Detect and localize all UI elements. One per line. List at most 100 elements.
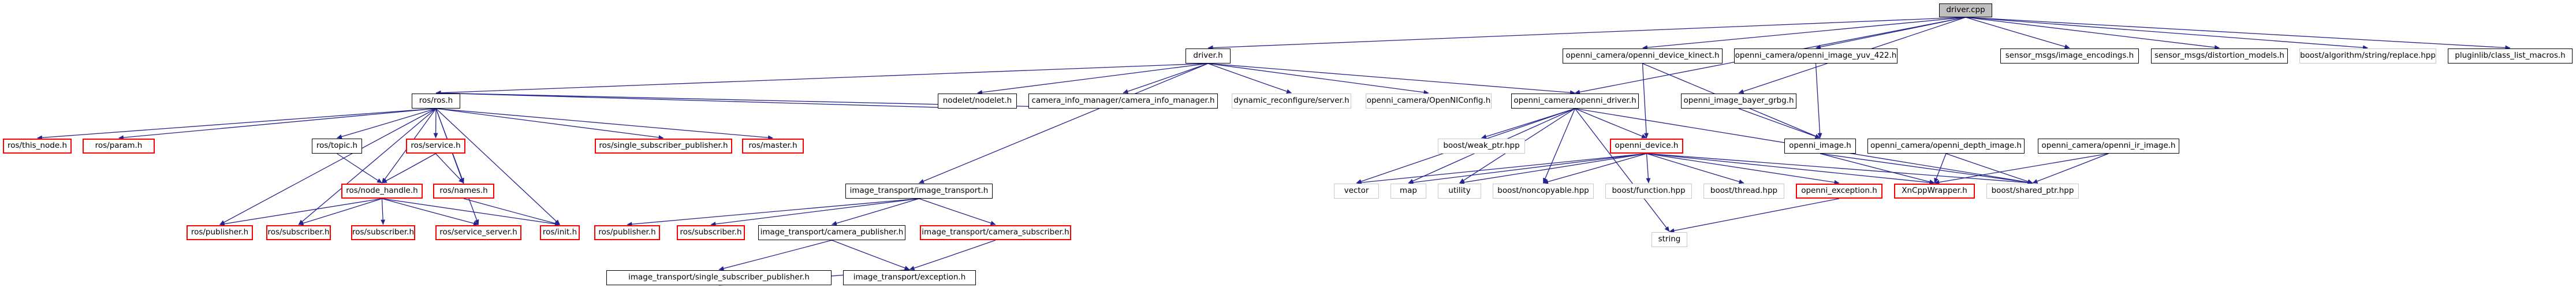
graph-node-caminfo[interactable]: camera_info_manager/camera_info_manager.… <box>1028 94 1218 109</box>
edge-ros_ros-to-this_node <box>37 108 437 140</box>
edge-ros_ros-to-srv_server <box>435 108 479 225</box>
graph-node-nodelet[interactable]: nodelet/nodelet.h <box>938 94 1017 109</box>
graph-node-cam_sub[interactable]: image_transport/camera_subscriber.h <box>920 225 1071 240</box>
edge-driver_h-to-openni_driver <box>1207 63 1575 95</box>
graph-node-map: map <box>1390 184 1426 199</box>
edge-node_handle-to-sub2 <box>381 198 386 225</box>
edge-service-to-node_handle <box>382 153 436 184</box>
graph-node-sub2[interactable]: ros/subscriber.h <box>351 225 415 240</box>
graph-node-this_node[interactable]: ros/this_node.h <box>3 139 72 154</box>
graph-node-xncpp[interactable]: XnCppWrapper.h <box>1894 184 1975 199</box>
edge-openni_exception-to-string <box>1669 198 1840 233</box>
graph-node-noncopyable: boost/noncopyable.hpp <box>1493 184 1594 199</box>
graph-node-ros_ros[interactable]: ros/ros.h <box>412 94 460 109</box>
edge-driver_cpp-to-img_enc <box>1965 17 2070 49</box>
graph-node-master[interactable]: ros/master.h <box>742 139 804 154</box>
graph-node-shared_ptr: boost/shared_ptr.hpp <box>1986 184 2079 199</box>
edge-driver_h-to-dynreconf <box>1207 63 1292 94</box>
edge-caminfo-to-ros_ros <box>435 91 1124 109</box>
graph-node-openni_device[interactable]: openni_device.h <box>1610 139 1683 154</box>
edge-cam_sub-to-it_exc <box>909 240 996 271</box>
edge-topic-to-node_handle <box>337 153 382 184</box>
edge-node_handle-to-srv_server <box>382 198 479 226</box>
graph-node-ssp_ros[interactable]: ros/single_subscriber_publisher.h <box>595 139 732 154</box>
edge-ros_ros-to-service <box>433 108 438 139</box>
edge-nodelet-to-ros_ros <box>435 91 978 109</box>
edge-driver_cpp-to-dist_models <box>1965 17 2220 50</box>
edge-driver_h-to-ros_ros <box>435 63 1209 95</box>
graph-node-pub2[interactable]: ros/publisher.h <box>594 225 660 240</box>
edge-depth_image-to-shared_ptr <box>1945 153 2033 184</box>
graph-node-node_handle[interactable]: ros/node_handle.h <box>341 184 423 199</box>
edge-ir_image-to-xncpp <box>1934 153 2109 185</box>
graph-node-thread: boost/thread.hpp <box>1703 184 1784 199</box>
edge-ros_ros-to-ssp_ros <box>435 108 664 140</box>
graph-node-openniconfig: openni_camera/OpenNIConfig.h <box>1366 94 1492 109</box>
edge-driver_h-to-openniconfig <box>1207 63 1429 95</box>
edge-node_handle-to-pub1 <box>219 198 382 226</box>
edge-openni_device-to-xncpp <box>1646 153 1935 185</box>
edge-ros_ros-to-init <box>435 108 560 225</box>
graph-node-dynreconf: dynamic_reconfigure/server.h <box>1232 94 1351 109</box>
graph-node-pub1[interactable]: ros/publisher.h <box>187 225 253 240</box>
graph-node-openni_driver[interactable]: openni_camera/openni_driver.h <box>1511 94 1639 109</box>
graph-node-sub1[interactable]: ros/subscriber.h <box>266 225 331 240</box>
graph-node-cam_pub[interactable]: image_transport/camera_publisher.h <box>758 225 905 240</box>
graph-node-yuv422[interactable]: openni_camera/openni_image_yuv_422.h <box>1734 48 1897 64</box>
edge-node_handle-to-sub1 <box>298 198 382 226</box>
graph-node-pluginlib[interactable]: pluginlib/class_list_macros.h <box>2448 48 2573 64</box>
graph-node-img_enc[interactable]: sensor_msgs/image_encodings.h <box>2000 48 2139 64</box>
graph-node-driver_h[interactable]: driver.h <box>1186 48 1231 64</box>
graph-node-it_ssp[interactable]: image_transport/single_subscriber_publis… <box>606 270 832 285</box>
edge-image_transport-to-sub3 <box>710 198 919 226</box>
graph-node-function: boost/function.hpp <box>1605 184 1692 199</box>
edge-driver_h-to-nodelet <box>977 63 1209 95</box>
edge-cam_pub-to-it_exc <box>832 240 910 270</box>
graph-node-utility: utility <box>1438 184 1481 199</box>
graph-node-depth_image[interactable]: openni_camera/openni_depth_image.h <box>1867 139 2025 154</box>
edge-openni_device-to-function <box>1646 153 1651 184</box>
edge-driver_h-to-caminfo <box>1123 63 1209 94</box>
edge-ros_ros-to-master <box>435 108 773 140</box>
edge-openni_driver-to-openni_device <box>1575 108 1647 139</box>
graph-node-topic[interactable]: ros/topic.h <box>312 139 362 154</box>
graph-node-param[interactable]: ros/param.h <box>83 139 155 154</box>
edge-driver_cpp-to-kinect <box>1642 17 1966 50</box>
edge-openni_driver-to-noncopyable <box>1542 108 1576 184</box>
edge-ros_ros-to-sub1 <box>298 108 437 225</box>
graph-node-names[interactable]: ros/names.h <box>433 184 494 199</box>
graph-node-kinect[interactable]: openni_camera/openni_device_kinect.h <box>1563 48 1723 64</box>
edge-kinect-to-openni_device <box>1642 63 1649 139</box>
graph-node-service[interactable]: ros/service.h <box>406 139 465 154</box>
graph-node-bayer[interactable]: openni_image_bayer_grbg.h <box>1681 94 1796 109</box>
graph-node-vector: vector <box>1334 184 1379 199</box>
edge-image_transport-to-cam_sub <box>919 198 996 226</box>
edge-openni_device-to-thread <box>1646 153 1744 184</box>
edge-openni_device-to-map <box>1408 153 1647 185</box>
edge-node_handle-to-init <box>382 198 560 226</box>
graph-node-init[interactable]: ros/init.h <box>540 225 580 240</box>
graph-root-node: driver.cpp <box>1939 3 1992 17</box>
edge-service-to-names <box>435 153 464 184</box>
edge-openni_device-to-shared_ptr <box>1646 153 2033 185</box>
graph-node-ir_image[interactable]: openni_camera/openni_ir_image.h <box>2038 139 2179 154</box>
graph-node-openni_exception[interactable]: openni_exception.h <box>1796 184 1882 199</box>
edge-ros_ros-to-param <box>118 108 437 140</box>
graph-node-openni_image[interactable]: openni_image.h <box>1784 139 1856 154</box>
graph-node-it_exc[interactable]: image_transport/exception.h <box>843 270 976 285</box>
graph-node-srv_server[interactable]: ros/service_server.h <box>435 225 521 240</box>
graph-node-string: string <box>1652 232 1687 247</box>
graph-node-sub3[interactable]: ros/subscriber.h <box>677 225 745 240</box>
edge-openni_device-to-vector <box>1356 153 1647 185</box>
edge-bayer-to-openni_image <box>1738 108 1821 139</box>
graph-node-dist_models[interactable]: sensor_msgs/distortion_models.h <box>2151 48 2288 64</box>
graph-node-image_transport[interactable]: image_transport/image_transport.h <box>845 184 993 199</box>
edge-openni_device-to-openni_exception <box>1646 153 1840 185</box>
edge-image_transport-to-cam_pub <box>832 198 919 226</box>
edge-names-to-init <box>463 198 560 226</box>
edge-ros_ros-to-topic <box>337 108 437 139</box>
edge-openni_device-to-utility <box>1459 153 1647 185</box>
edge-ros_ros-to-pub1 <box>219 108 437 225</box>
edge-yuv422-to-openni_image <box>1815 63 1822 139</box>
